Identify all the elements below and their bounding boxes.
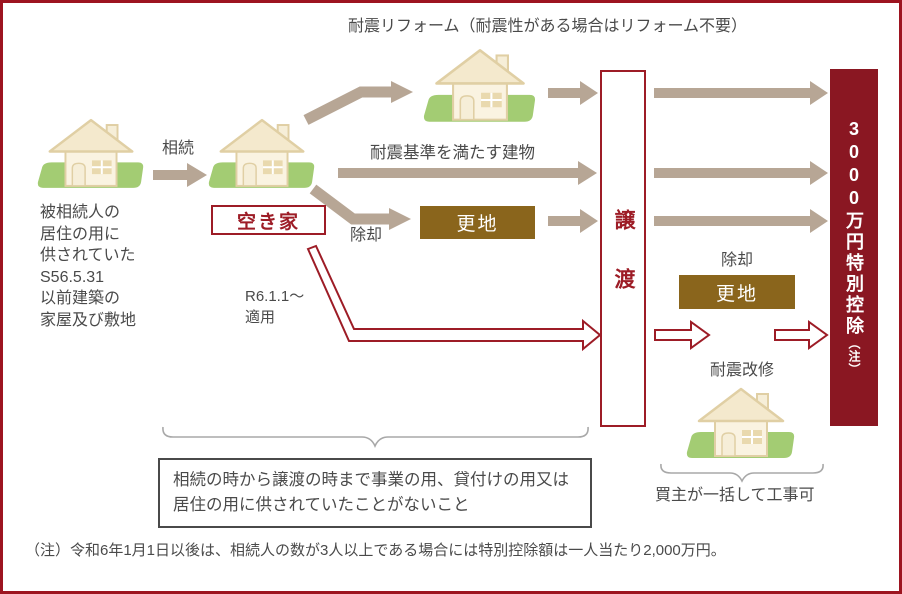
vacant-lot-box-2: 更地 bbox=[679, 275, 795, 309]
condition-line: 相続の時から譲渡の時まで事業の用、貸付けの用又は bbox=[173, 471, 569, 489]
house-icon bbox=[207, 118, 316, 190]
condition-box: 相続の時から譲渡の時まで事業の用、貸付けの用又は 居住の用に供されていたことがな… bbox=[158, 458, 592, 528]
outline-arrow-to-deduction bbox=[774, 320, 829, 350]
source-property-description: 被相続人の 居住の用に 供されていた S56.5.31 以前建築の 家屋及び敷地 bbox=[40, 202, 136, 331]
buyer-note: 買主が一括して工事可 bbox=[655, 487, 815, 504]
standard-building-arrow bbox=[338, 161, 597, 185]
connector-layer bbox=[153, 81, 829, 483]
quake-standard-label: 耐震基準を満たす建物 bbox=[370, 144, 535, 162]
transfer-to-deduction-arrow-top bbox=[654, 81, 828, 105]
transfer-label: 譲渡 bbox=[612, 208, 635, 327]
source-property-line: 被相続人の bbox=[40, 204, 121, 221]
source-property-line: 供されていた bbox=[40, 247, 136, 264]
demolition-label-left: 除却 bbox=[350, 227, 383, 244]
deduction-amount-text: 3000万円特別控除 bbox=[844, 119, 864, 337]
reformed-house-to-transfer-arrow bbox=[548, 81, 598, 105]
source-property-line: 居住の用に bbox=[40, 225, 121, 243]
footnote: （注）令和6年1月1日以後は、相続人の数が3人以上である場合には特別控除額は一人… bbox=[25, 542, 726, 559]
seismic-reform-note: 耐震リフォーム（耐震性がある場合はリフォーム不要） bbox=[348, 18, 748, 35]
transfer-to-deduction-arrow-bottom bbox=[654, 209, 828, 233]
source-property-line: 家屋及び敷地 bbox=[40, 311, 137, 329]
buyer-brace bbox=[660, 463, 824, 483]
house-icon bbox=[422, 48, 537, 124]
inherit-label: 相続 bbox=[162, 140, 195, 157]
vacant-lot-label: 更地 bbox=[456, 214, 499, 235]
demolition-path-arrow bbox=[309, 184, 411, 230]
condition-line: 居住の用に供されていたことがないこと bbox=[173, 495, 470, 514]
source-property-line: S56.5.31 bbox=[40, 268, 105, 286]
vacant-house-label: 空き家 bbox=[236, 211, 300, 233]
deduction-note-ref: （注） bbox=[847, 337, 861, 376]
r6-note-line: R6.1.1〜 bbox=[245, 288, 305, 305]
demolition-label-right: 除却 bbox=[720, 252, 753, 269]
special-deduction-label: 3000万円特別控除（注） bbox=[844, 119, 864, 376]
r6-application-note: R6.1.1〜 適用 bbox=[245, 286, 304, 328]
source-property-line: 以前建築の bbox=[40, 290, 121, 307]
vacant-lot-box-1: 更地 bbox=[420, 206, 535, 239]
transfer-to-deduction-arrow-mid bbox=[654, 161, 828, 185]
vacant-house-box: 空き家 bbox=[211, 205, 326, 235]
special-deduction-box: 3000万円特別控除（注） bbox=[830, 69, 878, 426]
house-icon bbox=[36, 118, 145, 190]
seismic-retrofit-label: 耐震改修 bbox=[709, 362, 774, 379]
r6-note-line: 適用 bbox=[245, 309, 276, 326]
outline-arrow-after-transfer bbox=[654, 320, 711, 350]
house-icon bbox=[685, 387, 796, 460]
transfer-box: 譲渡 bbox=[600, 70, 646, 427]
lot-to-transfer-arrow bbox=[548, 209, 598, 233]
r6-bent-outline-arrow bbox=[306, 244, 602, 352]
condition-brace bbox=[162, 426, 589, 448]
vacant-lot-label: 更地 bbox=[715, 283, 758, 305]
inherit-arrow bbox=[153, 163, 207, 187]
reform-path-arrow bbox=[303, 81, 413, 125]
